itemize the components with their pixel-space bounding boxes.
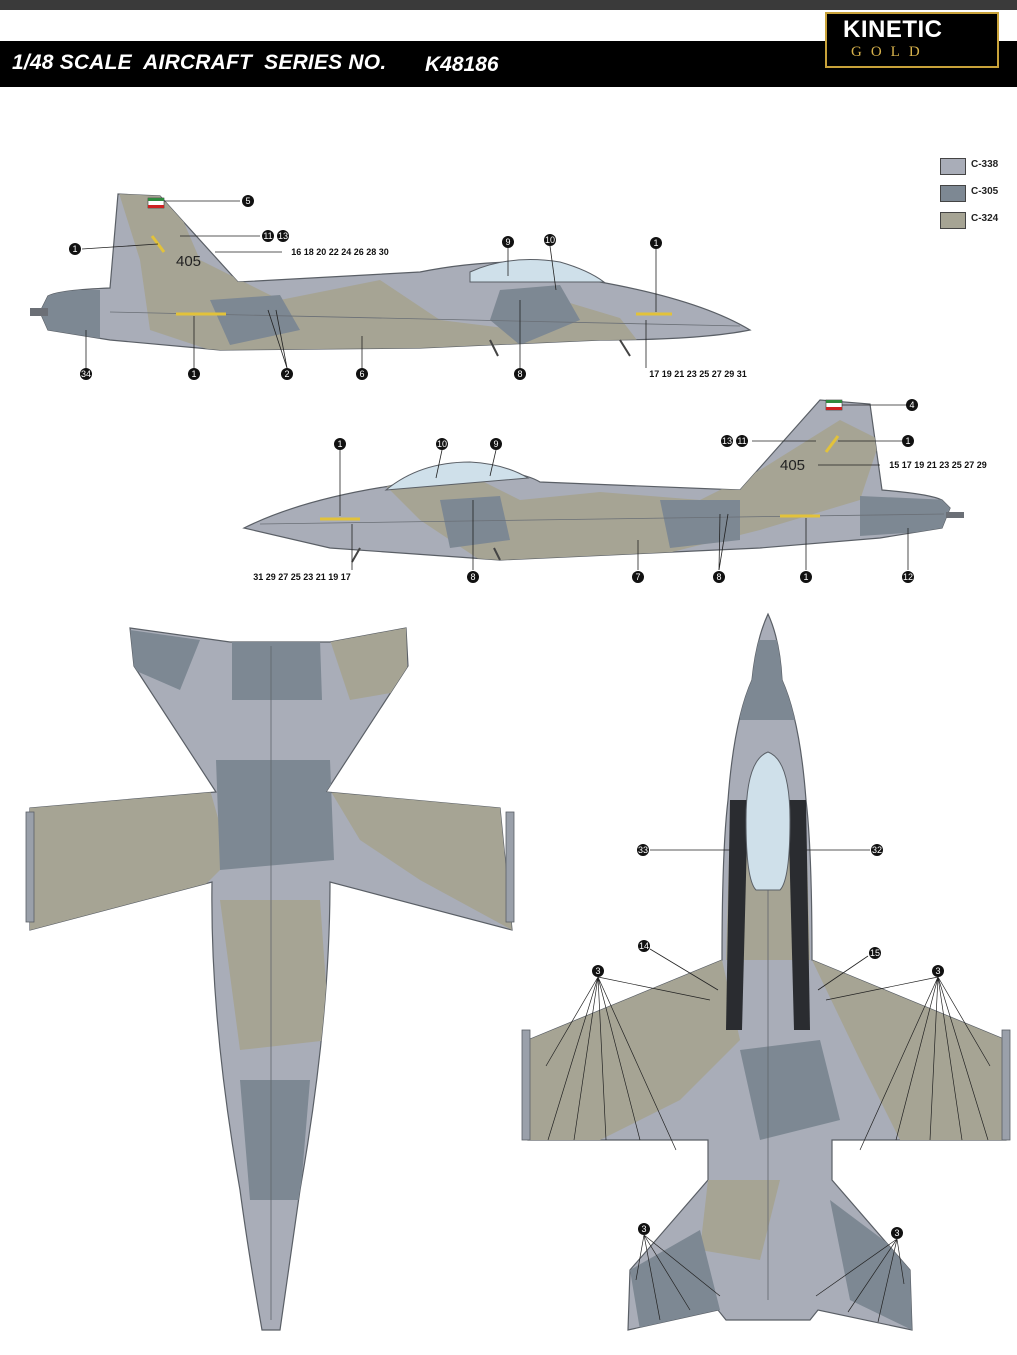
camo-dark xyxy=(660,500,740,548)
callout-label: 1 xyxy=(191,369,196,379)
missile-rail-right xyxy=(1001,1029,1011,1141)
top-strip xyxy=(0,0,1017,10)
tail-number: 405 xyxy=(780,457,805,474)
canopy xyxy=(469,259,606,283)
bottom-view xyxy=(25,627,515,1331)
camo-dark xyxy=(630,1230,720,1330)
walkway-right xyxy=(788,800,810,1030)
callout-label: 13 xyxy=(278,231,288,241)
flag-marking xyxy=(826,407,842,410)
walkway-left xyxy=(726,800,748,1030)
callout-label: 2 xyxy=(284,369,289,379)
exhaust-nozzle xyxy=(30,308,48,316)
callout-label: 15 17 19 21 23 25 27 29 xyxy=(889,460,987,470)
callouts-top-view: 33 32 14 15 3 3 3 3 xyxy=(545,844,991,1323)
callout-label: 6 xyxy=(359,369,364,379)
top-view xyxy=(521,612,1011,1331)
legend-label: C-305 xyxy=(971,186,999,197)
camo-dark xyxy=(232,640,322,700)
callouts-top-side: 5 1 11 13 16 18 20 22 24 26 28 30 9 10 1… xyxy=(69,195,747,380)
flag-marking xyxy=(148,205,164,208)
callout-label: 1 xyxy=(653,238,658,248)
tail-number: 405 xyxy=(176,253,201,270)
callout-label: 12 xyxy=(903,572,913,582)
callout-label: 1 xyxy=(72,244,77,254)
callout-label: 1 xyxy=(803,572,808,582)
callout-label: 32 xyxy=(872,845,882,855)
landing-gear xyxy=(351,547,501,563)
color-swatch xyxy=(940,158,966,175)
camo-tan xyxy=(330,790,512,930)
callout-label: 13 xyxy=(722,436,732,446)
logo-sub: GOLD xyxy=(851,44,929,60)
callout-label: 11 xyxy=(263,231,272,241)
callout-label: 10 xyxy=(437,439,447,449)
callout-label: 7 xyxy=(635,572,640,582)
landing-gear xyxy=(489,339,631,357)
callout-label: 3 xyxy=(641,1224,646,1234)
camo-dark xyxy=(130,630,200,690)
side-view-left: 405 xyxy=(30,193,752,357)
callout-label: 3 xyxy=(595,966,600,976)
camo-tan xyxy=(220,900,330,1050)
camo-dark xyxy=(216,760,334,870)
missile-rail-left xyxy=(25,811,35,923)
callout-label: 3 xyxy=(894,1228,899,1238)
camo-dark xyxy=(240,1080,310,1200)
camo-dark xyxy=(490,285,580,345)
page-title: 1/48 SCALE AIRCRAFT SERIES NO. xyxy=(12,51,387,74)
panel-line xyxy=(259,513,945,525)
callout-label: 1 xyxy=(337,439,342,449)
camo-tan xyxy=(30,790,230,930)
callout-label: 8 xyxy=(470,572,475,582)
callout-label: 9 xyxy=(493,439,498,449)
callout-label: 4 xyxy=(909,400,914,410)
callout-label: 33 xyxy=(638,845,648,855)
canopy xyxy=(745,751,791,891)
series-number: K48186 xyxy=(425,53,499,76)
camo-tan xyxy=(700,1180,780,1260)
camo-dark xyxy=(860,496,950,536)
callout-label: 5 xyxy=(245,196,250,206)
canopy xyxy=(384,461,530,491)
callout-label: 34 xyxy=(81,369,91,379)
camo-tan xyxy=(812,960,1006,1140)
camo-dark xyxy=(740,1040,840,1140)
legend-label: C-338 xyxy=(971,159,999,170)
missile-rail-left xyxy=(521,1029,531,1141)
callout-label: 1 xyxy=(905,436,910,446)
camo-dark xyxy=(40,290,100,340)
camo-tan xyxy=(528,960,740,1140)
callout-label: 9 xyxy=(505,237,510,247)
callout-label: 15 xyxy=(870,948,880,958)
legend-label: C-324 xyxy=(971,213,999,224)
callouts-bottom-side: 4 13 11 1 15 17 19 21 23 25 27 29 1 10 9… xyxy=(253,399,987,583)
camo-tan xyxy=(330,628,408,700)
callout-label: 3 xyxy=(935,966,940,976)
camo-dark xyxy=(830,1200,912,1330)
color-swatch xyxy=(940,212,966,229)
callout-label: 10 xyxy=(545,235,555,245)
exhaust-nozzle xyxy=(946,512,964,518)
callout-label: 8 xyxy=(716,572,721,582)
callout-label: 17 19 21 23 25 27 29 31 xyxy=(649,369,747,379)
camo-dark xyxy=(740,640,800,720)
flag-marking xyxy=(148,198,164,201)
callout-label: 31 29 27 25 23 21 19 17 xyxy=(253,572,351,582)
callout-label: 11 xyxy=(737,436,746,446)
camo-dark xyxy=(440,496,510,548)
kinetic-gold-logo: KINETIC GOLD xyxy=(825,12,999,68)
logo-word: KINETIC xyxy=(843,16,943,43)
flag-marking xyxy=(826,400,842,403)
color-swatch xyxy=(940,185,966,202)
side-view-right: 405 xyxy=(242,399,964,563)
callout-label: 14 xyxy=(639,941,649,951)
callout-label: 16 18 20 22 24 26 28 30 xyxy=(291,247,389,257)
missile-rail-right xyxy=(505,811,515,923)
camo-dark xyxy=(210,295,300,345)
callout-label: 8 xyxy=(517,369,522,379)
yellow-stripe xyxy=(824,435,840,453)
